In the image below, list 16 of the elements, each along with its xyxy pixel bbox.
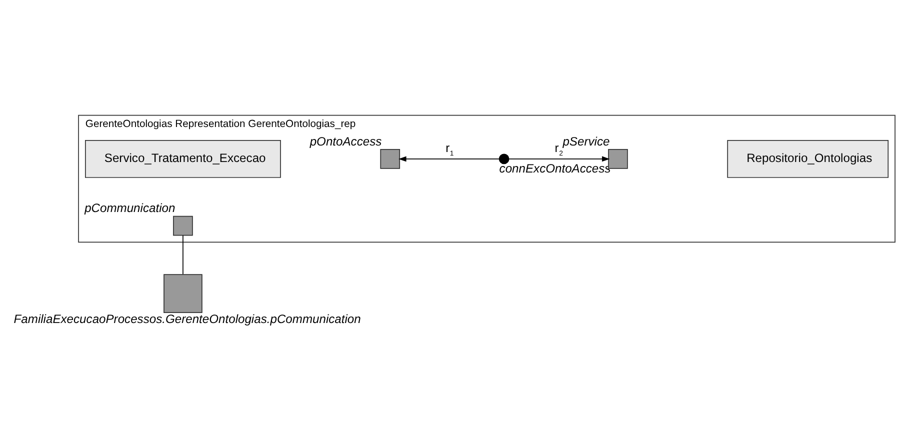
node-box: Servico_Tratamento_Excecao <box>85 140 281 178</box>
arrow <box>398 156 500 162</box>
edge-label: r$_{1}$ <box>446 141 454 158</box>
arrow <box>508 156 610 162</box>
node-circle <box>498 154 510 164</box>
node-label: connExcOntoAccess <box>499 161 611 176</box>
node-box <box>173 216 193 236</box>
node-box <box>608 149 628 169</box>
node-label: pOntoAccess <box>310 134 382 148</box>
node-box <box>380 149 400 169</box>
edge-label: r$_{2}$ <box>554 141 563 158</box>
node-box: Repositorio_Ontologias <box>727 140 889 178</box>
connector <box>182 235 184 275</box>
node-label: pService <box>562 134 610 148</box>
node-label: FamiliaExecucaoProcessos.GerenteOntologias.pCommunication <box>14 312 361 326</box>
node-label: pCommunication <box>84 201 176 216</box>
